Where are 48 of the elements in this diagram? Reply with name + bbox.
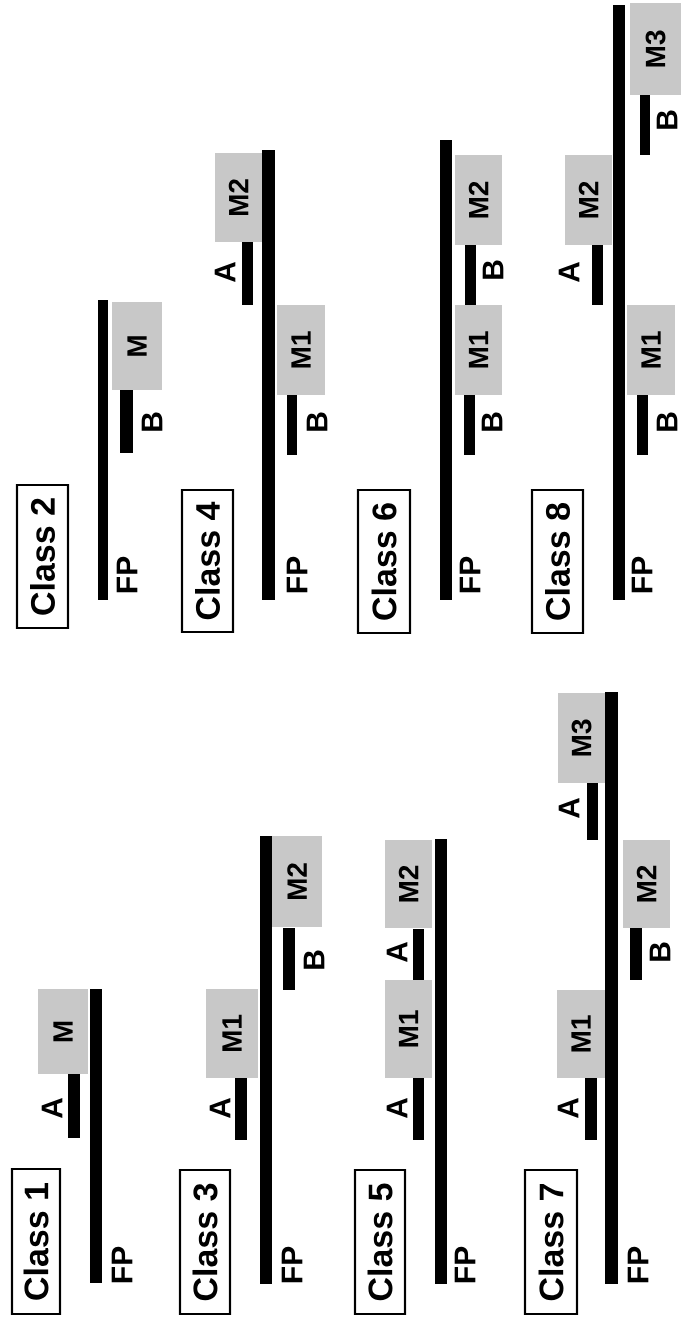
bar-label: FP bbox=[286, 556, 308, 593]
class-label-box: Class 6 bbox=[356, 488, 412, 635]
bar-label: FP bbox=[281, 1246, 303, 1283]
bar-label: A bbox=[214, 261, 236, 283]
bar-label: B bbox=[306, 412, 328, 431]
bar-label: A bbox=[41, 1097, 63, 1119]
bar-label: A bbox=[557, 1097, 579, 1119]
class-label-box: Class 3 bbox=[178, 1168, 232, 1316]
segment-box: M1 bbox=[627, 305, 675, 395]
bar-label: A bbox=[209, 1097, 231, 1119]
class-label-box: Class 7 bbox=[523, 1168, 579, 1316]
class-label-box: Class 4 bbox=[180, 488, 235, 634]
segment-box: M1 bbox=[206, 989, 258, 1078]
segment-box: M2 bbox=[272, 836, 322, 927]
bar-label: A bbox=[558, 797, 580, 819]
segment-box: M1 bbox=[455, 305, 502, 395]
bar-label: B bbox=[656, 412, 678, 431]
segment-box: M1 bbox=[557, 990, 605, 1078]
class-label-box: Class 8 bbox=[530, 488, 585, 635]
bar-label: B bbox=[482, 260, 504, 279]
segment-box: M3 bbox=[630, 3, 681, 95]
class-label-box: Class 1 bbox=[10, 1167, 62, 1316]
bar-label: A bbox=[558, 261, 580, 283]
bar-label: A bbox=[386, 941, 408, 963]
bar-label: FP bbox=[116, 556, 138, 593]
segment-box: M2 bbox=[455, 155, 502, 245]
bar-label: FP bbox=[454, 1246, 476, 1283]
bar-label: FP bbox=[631, 556, 653, 593]
segment-box: M1 bbox=[385, 980, 432, 1078]
bar-label: FP bbox=[459, 556, 481, 593]
class-label-box: Class 5 bbox=[353, 1168, 407, 1316]
segment-box: M3 bbox=[558, 693, 605, 783]
bar-label: B bbox=[656, 110, 678, 129]
bar-label: B bbox=[649, 942, 671, 961]
segment-box: M bbox=[38, 989, 88, 1074]
bar-label: B bbox=[303, 950, 325, 969]
segment-box: M2 bbox=[623, 840, 670, 928]
bar-label: FP bbox=[627, 1246, 649, 1283]
segment-box: M1 bbox=[277, 305, 325, 395]
segment-box: M2 bbox=[565, 155, 612, 245]
class-label-box: Class 2 bbox=[15, 483, 70, 630]
bar-label: B bbox=[141, 412, 163, 431]
bar-label: A bbox=[386, 1097, 408, 1119]
segment-box: M2 bbox=[215, 153, 262, 242]
bar-label: B bbox=[481, 412, 503, 431]
segment-box: M bbox=[112, 302, 162, 390]
segment-box: M2 bbox=[385, 840, 432, 928]
bar-label: FP bbox=[111, 1246, 133, 1283]
